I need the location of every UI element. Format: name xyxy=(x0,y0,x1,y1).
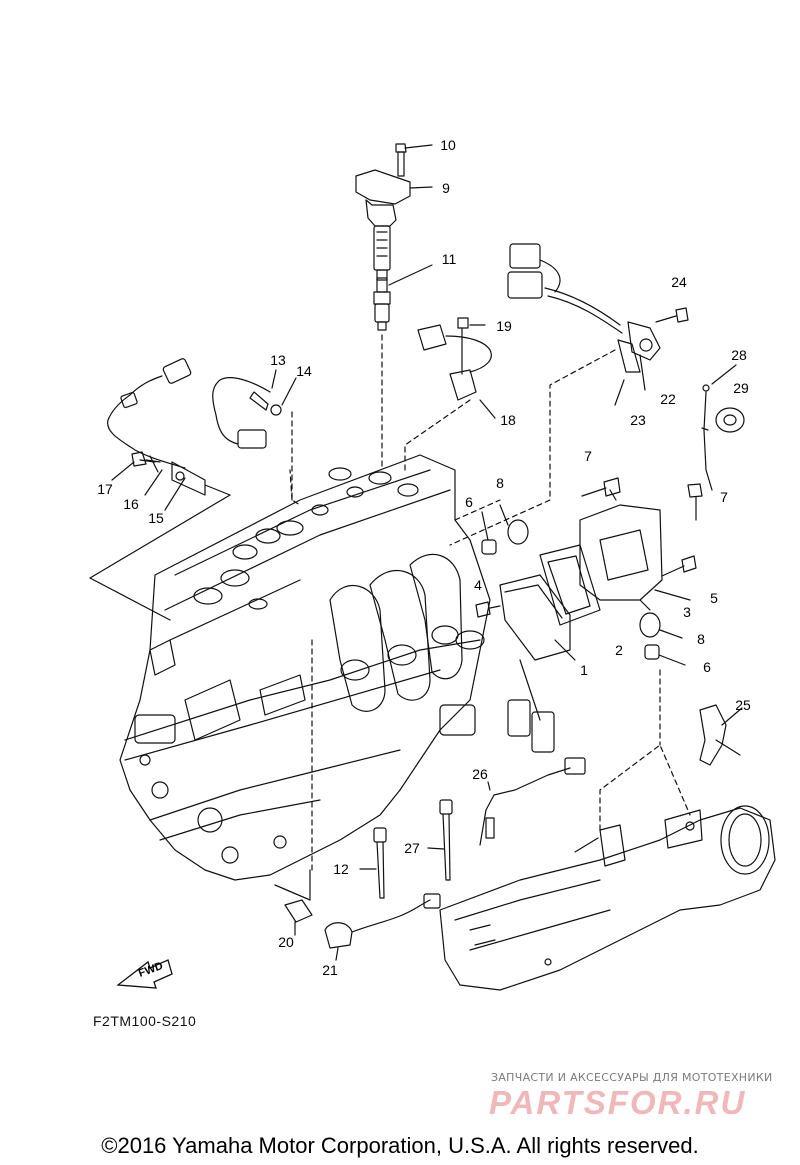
callout-14: 14 xyxy=(296,363,312,379)
callout-11: 11 xyxy=(441,251,457,267)
harness-22 xyxy=(449,243,689,546)
sensor-13 xyxy=(212,369,301,506)
callout-21: 21 xyxy=(322,962,338,978)
callout-6b: 6 xyxy=(703,659,711,675)
ignition-coil xyxy=(355,169,411,281)
callout-1: 1 xyxy=(580,662,588,678)
callout-6a: 6 xyxy=(465,494,473,510)
callout-5: 5 xyxy=(710,590,718,606)
bolt-7b xyxy=(687,483,703,521)
callout-23: 23 xyxy=(630,412,646,428)
callout-15: 15 xyxy=(148,510,164,526)
cap-29 xyxy=(715,407,745,433)
callout-24: 24 xyxy=(671,274,687,290)
diagram-code: F2TM100-S210 xyxy=(93,1013,197,1029)
sensor-18 xyxy=(404,317,496,471)
callout-7a: 7 xyxy=(584,448,592,464)
grommet-8a xyxy=(499,504,529,545)
callout-9: 9 xyxy=(442,180,450,196)
callout-10: 10 xyxy=(440,137,456,153)
callout-16: 16 xyxy=(123,496,139,512)
callout-29: 29 xyxy=(733,380,749,396)
sensor-21 xyxy=(324,893,441,961)
throttle-body-3 xyxy=(579,489,691,611)
callout-18: 18 xyxy=(500,412,516,428)
callout-19: 19 xyxy=(496,318,512,334)
callout-8a: 8 xyxy=(496,475,504,491)
callout-20: 20 xyxy=(278,934,294,950)
copyright-notice: ©2016 Yamaha Motor Corporation, U.S.A. A… xyxy=(101,1133,699,1158)
watermark-logo: PARTSFOR.RU xyxy=(489,1084,747,1121)
ecu-1 xyxy=(499,574,576,753)
callout-12: 12 xyxy=(333,861,349,877)
leader-15 xyxy=(164,477,186,511)
sensor-26 xyxy=(479,757,586,846)
callout-25: 25 xyxy=(735,697,751,713)
sensor-harness-left xyxy=(89,358,231,621)
callout-7b: 7 xyxy=(720,489,728,505)
callout-28: 28 xyxy=(731,347,747,363)
callout-17: 17 xyxy=(97,481,113,497)
leader-lines xyxy=(289,469,501,871)
callout-26: 26 xyxy=(472,766,488,782)
engine-block xyxy=(119,454,491,881)
clamp-25 xyxy=(699,704,743,766)
spark-plug xyxy=(373,264,433,471)
bolt-5 xyxy=(661,555,697,577)
dipstick-28 xyxy=(701,364,737,491)
callout-3: 3 xyxy=(683,604,691,620)
bolt-7a xyxy=(581,477,621,497)
callout-22: 22 xyxy=(660,391,676,407)
fwd-arrow-icon: FWD xyxy=(116,959,173,989)
callout-4: 4 xyxy=(474,577,482,593)
leader-9 xyxy=(409,186,433,189)
callout-8b: 8 xyxy=(697,631,705,647)
collar-6b xyxy=(644,644,686,746)
callout-13: 13 xyxy=(270,352,286,368)
collar-6a xyxy=(481,511,497,555)
bolt-17 xyxy=(111,451,161,481)
cable-tie-27 xyxy=(427,799,453,881)
grommet-8b xyxy=(639,612,683,639)
bolt-4 xyxy=(475,601,501,618)
callout-27: 27 xyxy=(404,840,420,856)
coil-bolt xyxy=(395,143,433,177)
gasket-2 xyxy=(539,544,601,626)
sensor-20 xyxy=(274,869,313,936)
callout-2: 2 xyxy=(615,642,623,658)
leader-16 xyxy=(144,469,163,496)
watermark-tagline: ЗАПЧАСТИ И АКСЕССУАРЫ ДЛЯ МОТОТЕХНИКИ xyxy=(491,1071,773,1084)
cable-tie-12 xyxy=(359,827,387,899)
exhaust-manifold xyxy=(439,744,776,991)
